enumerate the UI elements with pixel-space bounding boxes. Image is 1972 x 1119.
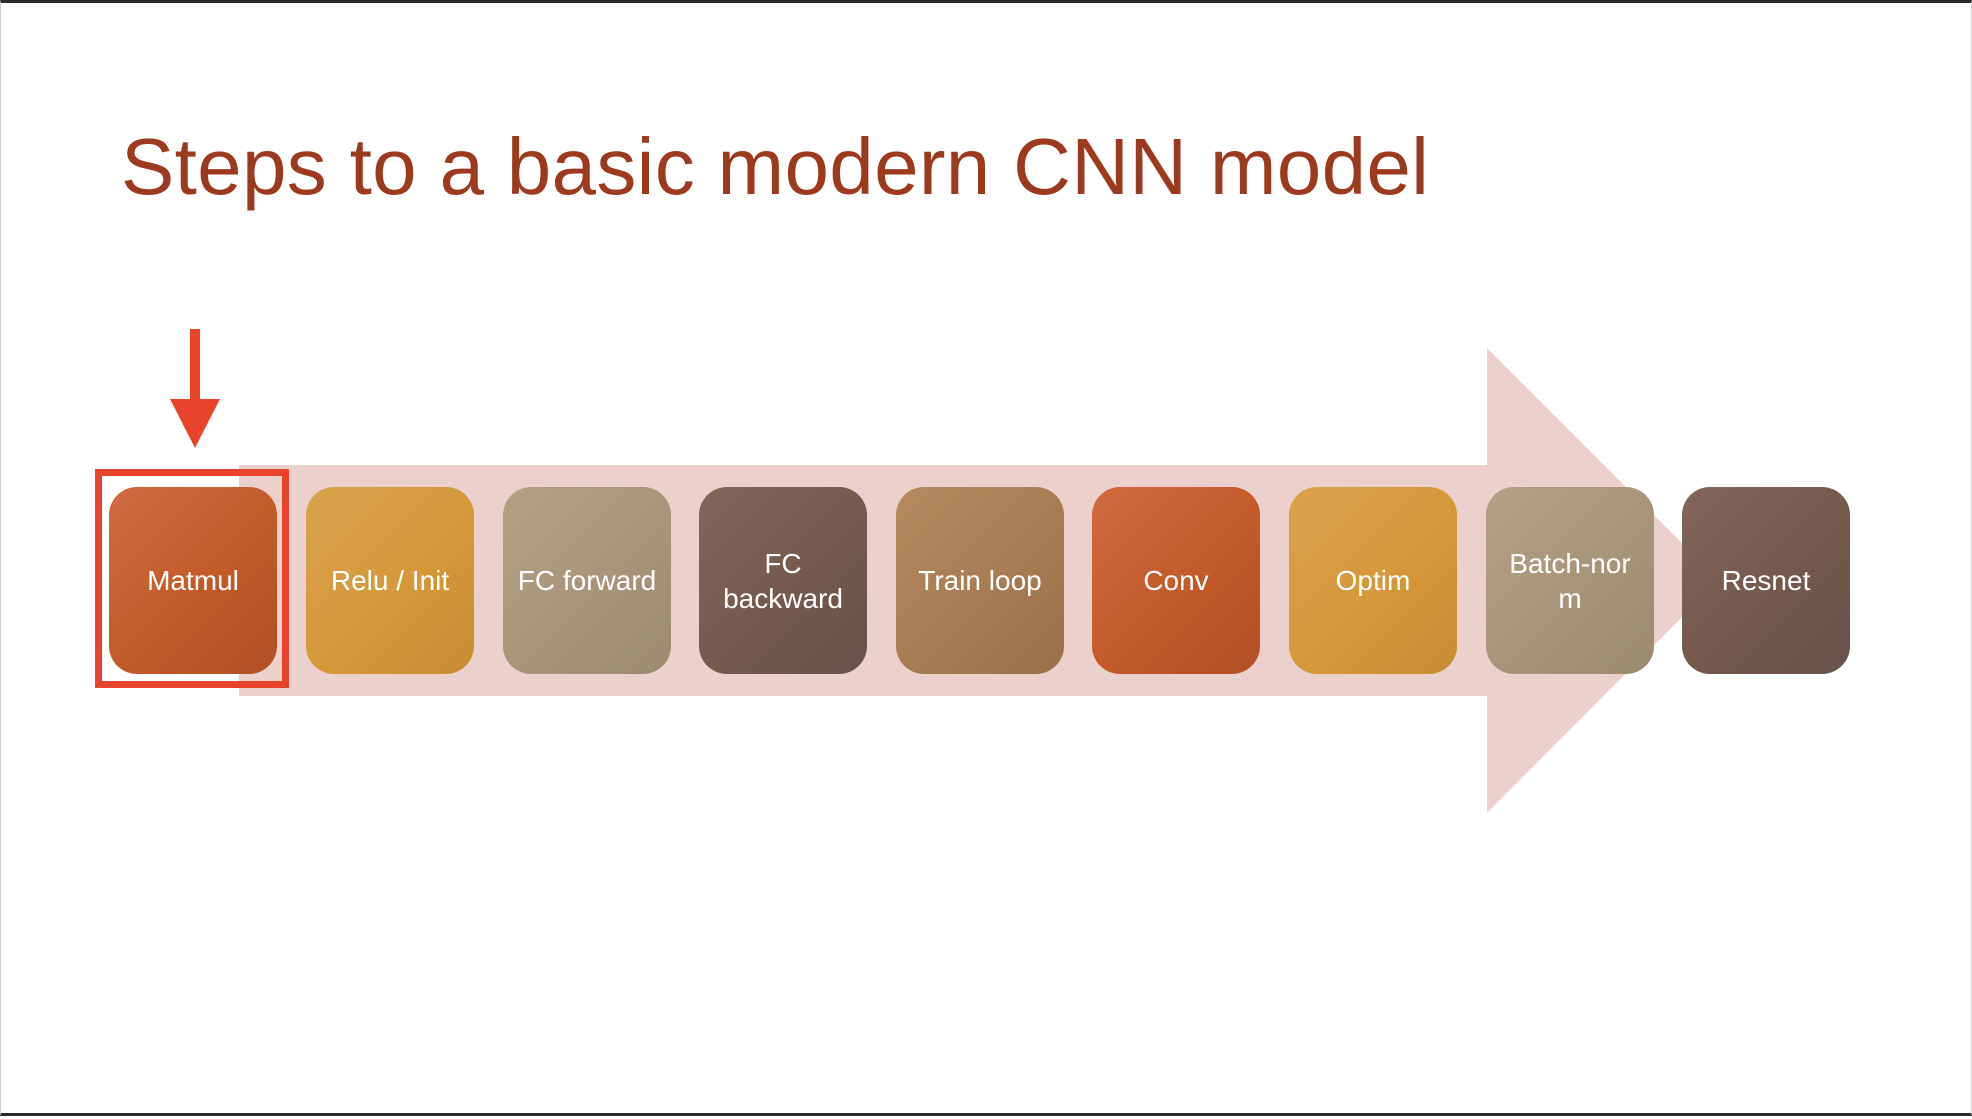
step-batch-norm: Batch-norm xyxy=(1486,487,1654,674)
step-train-loop: Train loop xyxy=(896,487,1064,674)
step-label: FC forward xyxy=(517,565,657,596)
step-resnet: Resnet xyxy=(1682,487,1850,674)
slide-title: Steps to a basic modern CNN model xyxy=(121,122,1430,211)
step-relu-init: Relu / Init xyxy=(306,487,474,674)
current-step-highlight xyxy=(95,469,289,688)
step-label: Relu / Init xyxy=(330,565,450,596)
step-fc-forward: FC forward xyxy=(503,487,671,674)
step-label: FC backward xyxy=(723,547,843,614)
step-label: Matmul xyxy=(147,565,239,596)
step-optim: Optim xyxy=(1289,487,1457,674)
step-label: Conv xyxy=(1143,565,1209,596)
step-label: Resnet xyxy=(1721,565,1811,596)
step-label: Optim xyxy=(1335,565,1411,596)
step-label: Train loop xyxy=(918,565,1042,596)
step-label: Batch-norm xyxy=(1509,547,1631,614)
step-conv: Conv xyxy=(1092,487,1260,674)
step-matmul: Matmul xyxy=(109,487,277,674)
step-fc-backward: FC backward xyxy=(699,487,867,674)
